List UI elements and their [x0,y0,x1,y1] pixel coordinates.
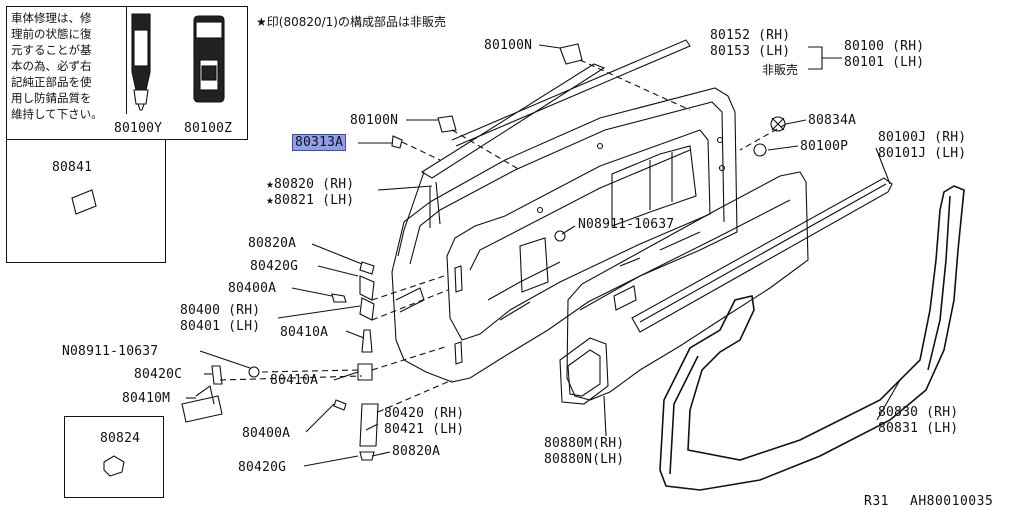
part-label-80880N[interactable]: 80880N(LH) [544,452,625,467]
part-box-80841 [6,139,166,263]
assembly-lines [219,59,787,413]
part-label-80834A[interactable]: 80834A [808,113,857,128]
note-box-divider [126,6,127,114]
note-line: 記純正部品を使 [11,75,92,89]
note-line: 維持して下さい。 [11,107,103,121]
part-label-80821[interactable]: ★80821 (LH) [266,193,355,208]
part-label-80100Z[interactable]: 80100Z [184,121,233,136]
note-line: 本の為、必ず右 [11,59,92,73]
part-label-80824[interactable]: 80824 [100,431,141,446]
part-label-80152[interactable]: 80152 (RH) [710,28,791,43]
footer-model: R31 [864,494,889,509]
door-trim-panel [559,171,809,405]
part-label-80153[interactable]: 80153 (LH) [710,44,791,59]
part-label-80100N-mid[interactable]: 80100N [350,113,399,128]
part-label-80831[interactable]: 80831 (LH) [878,421,959,436]
not-for-sale-label: 非販売 [762,63,799,77]
part-label-80100P[interactable]: 80100P [800,139,849,154]
note-line: 元することが基 [11,43,92,57]
part-label-80420[interactable]: 80420 (RH) [384,406,465,421]
leader-lines [186,44,901,467]
part-label-80313A[interactable]: 80313A [292,134,347,151]
part-label-80410A-top[interactable]: 80410A [280,325,329,340]
part-label-80101[interactable]: 80101 (LH) [844,55,925,70]
part-label-80421[interactable]: 80421 (LH) [384,422,465,437]
outer-moldings [397,39,691,257]
part-label-80820A-top[interactable]: 80820A [248,236,297,251]
sealer-tube-icon [131,13,151,111]
part-label-80100[interactable]: 80100 (RH) [844,39,925,54]
note-line: 車体修理は、修 [11,11,92,25]
header-note: ★印(80820/1)の構成部品は非販売 [256,15,446,29]
footer-code: AH80010035 [910,494,994,509]
note-text: 車体修理は、修 理前の状態に復 元することが基 本の為、必ず右 記純正部品を使 … [11,10,125,122]
part-label-80401[interactable]: 80401 (LH) [180,319,261,334]
part-label-80410M[interactable]: 80410M [122,391,171,406]
plug-80824-icon [103,455,125,477]
patch-80841-icon [71,189,97,215]
window-channel [631,177,893,333]
part-label-80880M[interactable]: 80880M(RH) [544,436,625,451]
part-label-08911-upper[interactable]: N08911-10637 [578,217,675,232]
note-line: 理前の状態に復 [11,27,92,41]
spray-can-icon [193,15,225,103]
part-label-80820[interactable]: ★80820 (RH) [266,177,355,192]
part-label-80830[interactable]: 80830 (RH) [878,405,959,420]
part-label-80400A-top[interactable]: 80400A [228,281,277,296]
part-label-80100Y[interactable]: 80100Y [114,121,163,136]
part-box-80824 [64,416,164,498]
part-label-80841[interactable]: 80841 [52,160,93,175]
part-label-80420G-top[interactable]: 80420G [250,259,299,274]
note-line: 用し防錆品質を [11,91,92,105]
part-label-80420C[interactable]: 80420C [134,367,183,382]
part-label-80410A-low[interactable]: 80410A [270,373,319,388]
part-label-80101J[interactable]: 80101J (LH) [878,146,967,161]
door-weatherstrip [659,185,965,491]
part-label-80400A-low[interactable]: 80400A [242,426,291,441]
part-label-80420G-low[interactable]: 80420G [238,460,287,475]
part-label-08911-lower[interactable]: N08911-10637 [62,344,159,359]
part-label-80400[interactable]: 80400 (RH) [180,303,261,318]
part-label-80820A-low[interactable]: 80820A [392,444,441,459]
part-label-80100N-top[interactable]: 80100N [484,38,533,53]
part-label-80100J[interactable]: 80100J (RH) [878,130,967,145]
